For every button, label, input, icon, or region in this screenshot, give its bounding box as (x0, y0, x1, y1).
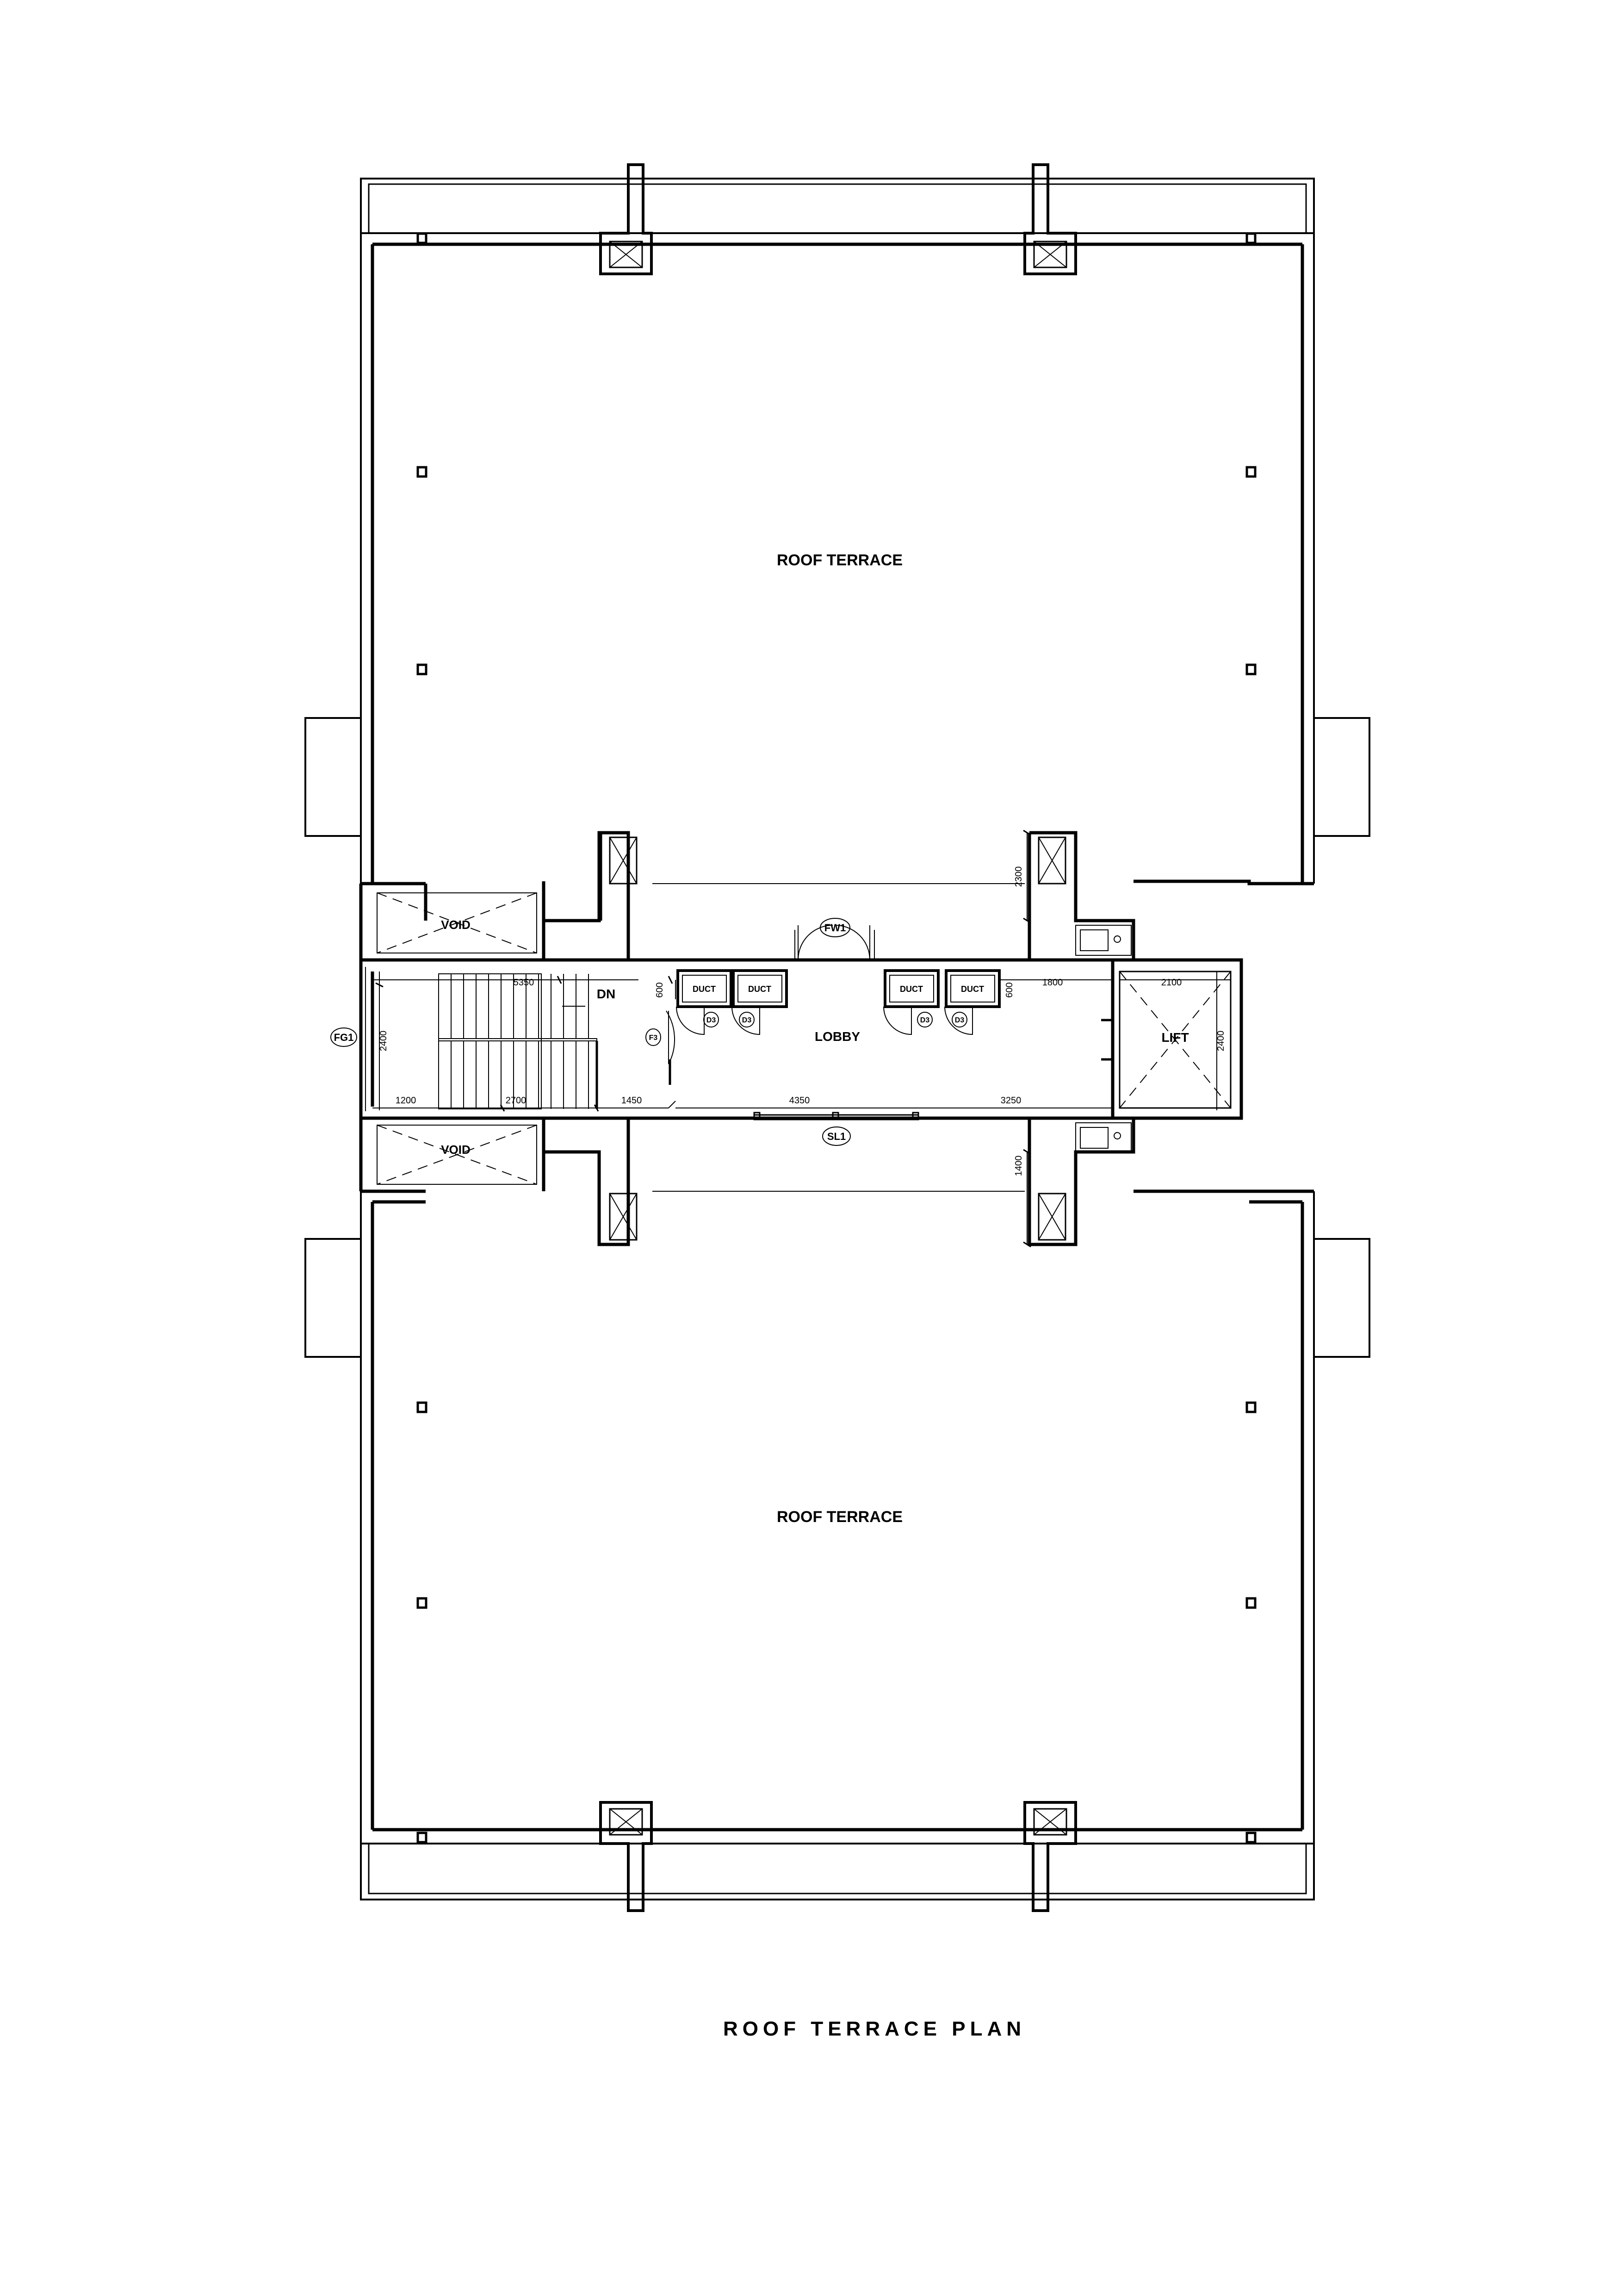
dim-lift-depth: 2400 (1216, 1031, 1226, 1052)
bottom-right-canopy (1313, 1238, 1370, 1358)
bottom-columns (599, 1801, 1077, 1912)
dimension-lines (372, 833, 1231, 1244)
duct-door-swings (676, 1006, 973, 1035)
tag-d1: D3 (706, 1016, 716, 1024)
lift-label: LIFT (1161, 1030, 1189, 1045)
dim-stair-exit: 1450 (621, 1095, 642, 1106)
tag-d4: D3 (955, 1016, 965, 1024)
duct-4-label: DUCT (961, 984, 984, 994)
stair (438, 973, 598, 1109)
tag-f3: F3 (649, 1034, 658, 1042)
tag-fg1: FG1 (334, 1032, 354, 1043)
core-walls (359, 831, 1314, 1246)
dim-lobby-right: 3250 (1001, 1095, 1022, 1106)
top-columns (599, 163, 1077, 275)
dim-stair-flight: 2700 (506, 1095, 527, 1106)
dim-lobby-length: 4350 (789, 1095, 810, 1106)
dim-stair-landing: 1200 (396, 1095, 416, 1106)
void-bottom (377, 1125, 537, 1185)
dim-lower-setback: 1400 (1014, 1156, 1024, 1176)
dim-stair-width: 2400 (378, 1031, 389, 1052)
duct-2-label: DUCT (748, 984, 771, 994)
sinks (1075, 925, 1132, 1153)
void-top-label: VOID (441, 918, 471, 932)
dim-stair-run: 5350 (514, 978, 534, 988)
drawing-title: ROOF TERRACE PLAN (723, 2018, 1026, 2040)
dim-upper-setback: 2300 (1014, 866, 1024, 887)
lobby-label: LOBBY (815, 1029, 860, 1044)
bottom-terrace-posts (416, 1401, 1257, 1844)
dim-lift-approach: 1800 (1042, 978, 1063, 988)
sl1-sliding-door (753, 1112, 919, 1120)
core-columns (609, 836, 1066, 1241)
top-terrace-label: ROOF TERRACE (777, 551, 903, 569)
top-left-canopy (304, 717, 362, 837)
lift-shaft (1101, 960, 1232, 1118)
void-top (377, 892, 537, 953)
tag-bubbles (330, 918, 967, 1146)
top-terrace-posts (416, 232, 1257, 675)
tag-d2: D3 (742, 1016, 752, 1024)
tag-fw1: FW1 (824, 922, 846, 934)
dim-duct-depth-right: 600 (1004, 982, 1015, 997)
duct-1-label: DUCT (693, 984, 716, 994)
bottom-left-canopy (304, 1238, 362, 1358)
tag-d3: D3 (920, 1016, 930, 1024)
bottom-terrace-label: ROOF TERRACE (777, 1508, 903, 1526)
stair-dn-label: DN (597, 987, 615, 1001)
void-bottom-label: VOID (441, 1143, 471, 1157)
tag-sl1: SL1 (827, 1131, 846, 1142)
duct-3-label: DUCT (900, 984, 923, 994)
dim-lift-width: 2100 (1161, 978, 1182, 988)
dim-duct-depth-left: 600 (655, 982, 665, 997)
dimension-ticks (375, 829, 1031, 1248)
fw1-doors (794, 925, 875, 960)
top-right-canopy (1313, 717, 1370, 837)
